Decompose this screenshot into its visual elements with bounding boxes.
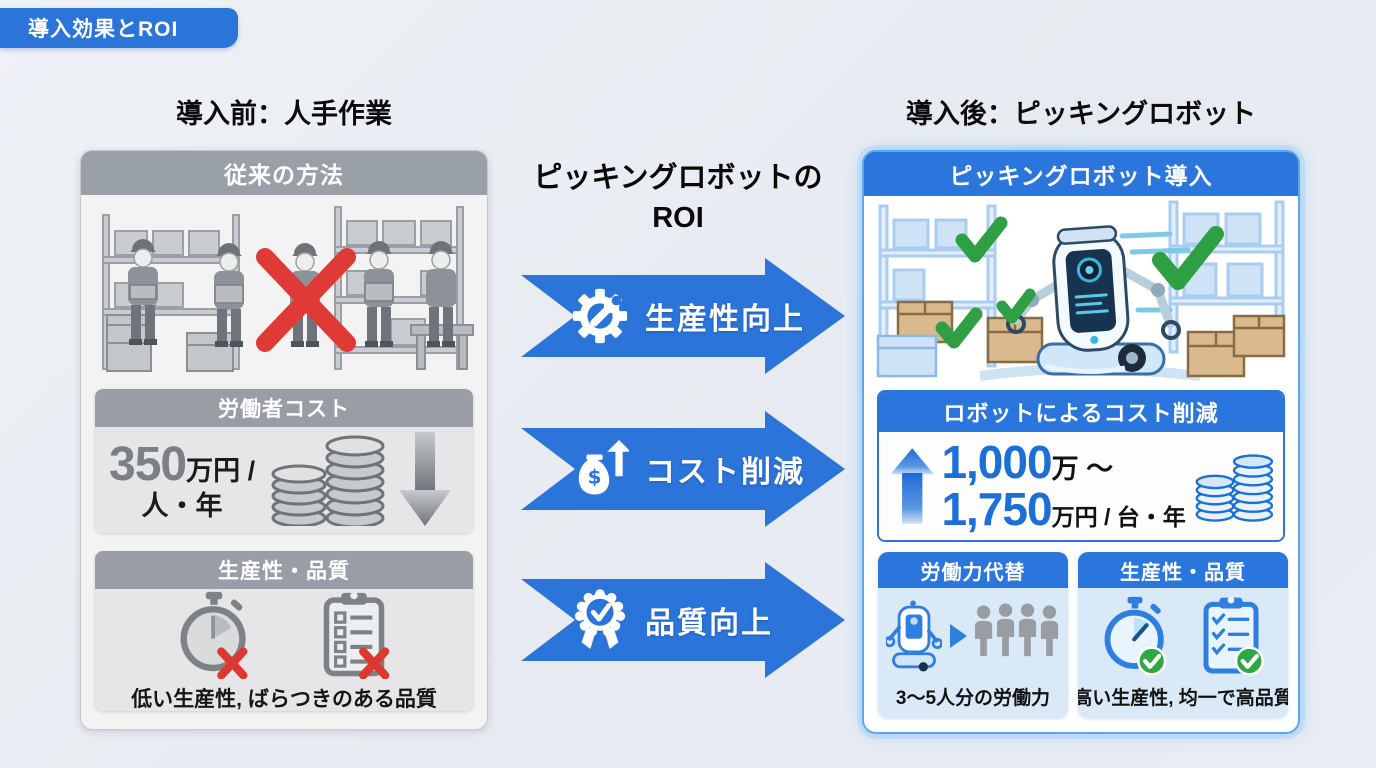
after-panel-title: ピッキングロボット導入	[864, 152, 1298, 196]
before-quality-box: 生産性・品質	[95, 551, 473, 711]
red-x-small-icon	[217, 647, 248, 679]
picking-robot-illustration	[876, 200, 1286, 381]
arrow-label-quality: 品質向上	[645, 607, 773, 640]
labor-cost-value: 350	[109, 437, 187, 491]
ribbon-check-icon	[574, 589, 626, 649]
clipboard-x-icon	[323, 591, 390, 679]
gear-wrench-icon	[572, 288, 628, 344]
after-column-header: 導入後：ピッキングロボット	[905, 99, 1257, 129]
roi-title: ピッキングロボットの ROI	[502, 158, 854, 238]
before-quality-title: 生産性・品質	[95, 551, 473, 589]
arrow-label-cost: コスト削減	[645, 456, 805, 489]
blue-shelf-left-icon	[878, 204, 997, 368]
after-quality-box: 生産性・品質	[1078, 552, 1288, 718]
red-x-icon	[256, 248, 356, 352]
after-panel: ピッキングロボット導入	[862, 150, 1300, 734]
title-badge-label: 導入効果とROI	[28, 18, 179, 41]
clipboard-check-icon	[1203, 596, 1264, 676]
table-icon	[410, 324, 474, 370]
green-check-badge-icon	[1137, 645, 1167, 676]
labor-substitution-caption: 3～5人分の労働力	[895, 688, 1051, 709]
transform-triangle-icon	[950, 623, 967, 648]
arrow-right-shape	[521, 411, 845, 527]
small-robot-icon	[886, 600, 942, 671]
stopwatch-x-icon	[180, 591, 248, 679]
cost-up-arrow-icon	[890, 448, 934, 524]
labor-cost-unit: 万円 /	[186, 455, 256, 486]
labor-cost-value-group: 350万円 / 人・年	[109, 437, 256, 522]
arrow-right-shape	[521, 258, 845, 374]
after-quality-caption: 高い生産性, 均一で高品質	[1078, 688, 1288, 709]
shelf-right-icon	[334, 206, 464, 370]
labor-cost-box: 労働者コスト 350万円 / 人・年	[95, 389, 473, 533]
blue-coins-icon	[1195, 454, 1273, 522]
cost-suffix-min: 万 ～	[1051, 454, 1114, 485]
labor-substitution-box: 労働力代替	[878, 552, 1068, 718]
roi-title-line2: ROI	[652, 202, 704, 235]
before-column-header: 導入前：人手作業	[176, 99, 392, 129]
roi-arrow-productivity: 生産性向上	[513, 258, 845, 374]
roi-title-line1: ピッキングロボットの	[533, 162, 823, 194]
cost-suffix-max: 万円 / 台・年	[1051, 504, 1186, 530]
cost-value-min: 1,000	[941, 436, 1052, 489]
title-badge: 導入効果とROI	[0, 8, 238, 48]
svg-text:$: $	[588, 466, 602, 489]
arrow-label-productivity: 生産性向上	[645, 303, 805, 336]
labor-substitution-title: 労働力代替	[878, 552, 1068, 588]
roi-arrow-cost: $ コスト削減	[513, 411, 845, 527]
robot-cost-saving-box: ロボットによるコスト削減 1,000万 ～ 1,750万円 / 台・年	[877, 390, 1285, 542]
cost-value-max: 1,750	[941, 483, 1052, 535]
labor-cost-title: 労働者コスト	[95, 389, 473, 427]
red-x-small-icon	[359, 647, 390, 679]
labor-cost-unit2: 人・年	[141, 491, 223, 522]
before-panel: 従来の方法	[80, 150, 488, 730]
cost-saving-values: 1,000万 ～ 1,750万円 / 台・年	[941, 439, 1185, 533]
after-quality-title: 生産性・品質	[1078, 552, 1288, 588]
people-group-icon	[974, 603, 1059, 656]
money-bag-up-icon: $	[578, 440, 629, 495]
green-checkmarks-icon	[935, 216, 1224, 349]
before-panel-title: 従来の方法	[81, 151, 487, 195]
stopwatch-check-icon	[1104, 596, 1167, 676]
roi-arrow-quality: 品質向上	[513, 562, 845, 678]
cost-saving-title: ロボットによるコスト削減	[879, 392, 1283, 432]
gray-coins-icon	[271, 435, 385, 526]
manual-workers-illustration	[102, 206, 474, 372]
before-quality-caption: 低い生産性, ばらつきのある品質	[131, 688, 437, 711]
cardboard-boxes-icon	[876, 300, 1286, 378]
green-check-badge-icon	[1234, 645, 1264, 676]
cost-down-arrow-icon	[399, 432, 452, 526]
floor-boxes-icon	[106, 314, 234, 372]
